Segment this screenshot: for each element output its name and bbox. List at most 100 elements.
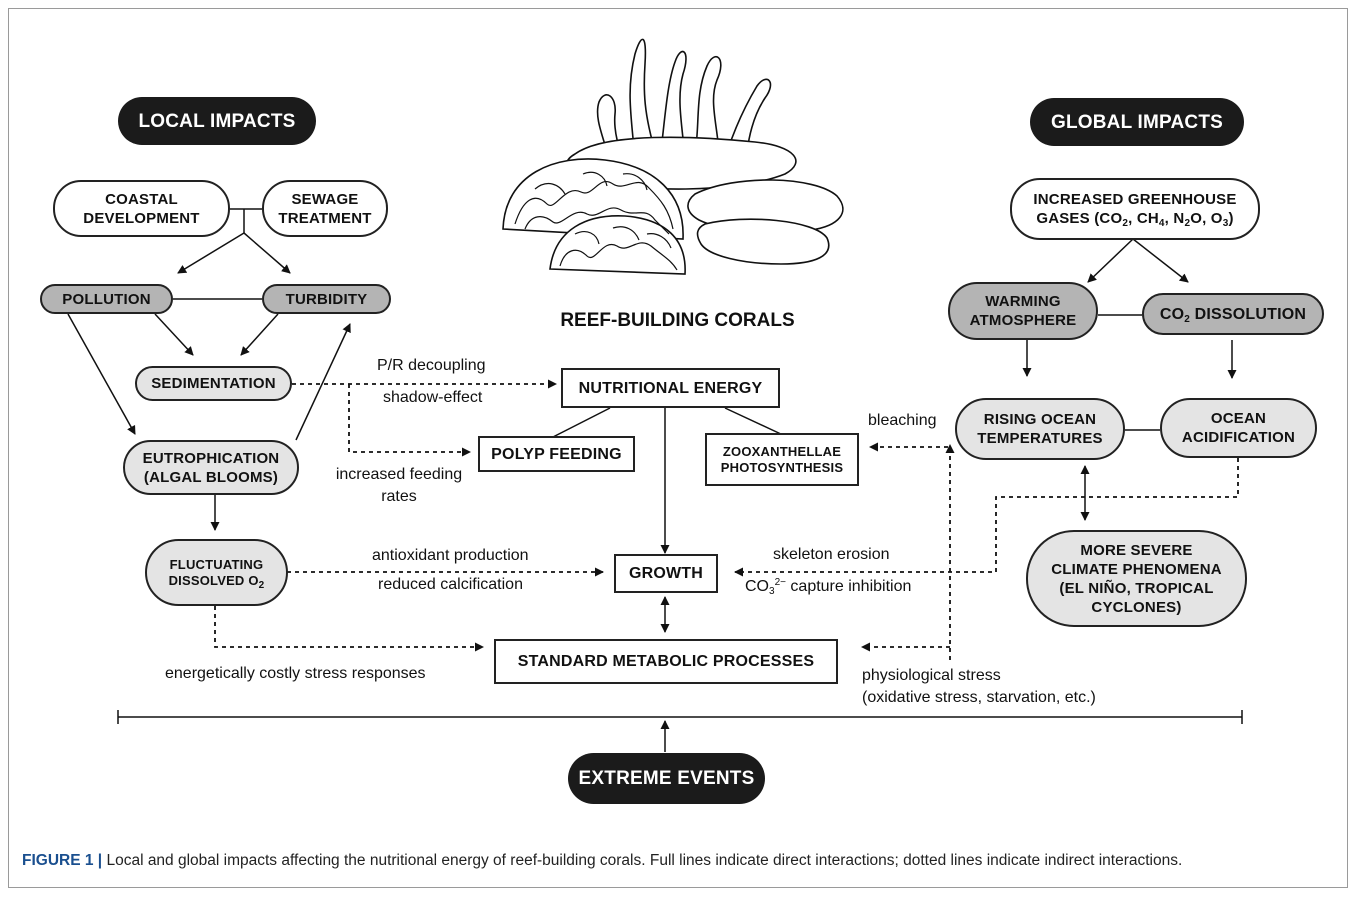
edge-sed-polyp bbox=[348, 384, 471, 457]
edge-pollution-eutrophication bbox=[67, 313, 136, 435]
coral-branch-2 bbox=[659, 50, 687, 160]
climate-line-3: (EL NIÑO, TROPICAL bbox=[1059, 579, 1214, 597]
temps-line-1: RISING OCEAN bbox=[983, 411, 1097, 428]
brain-coral-small bbox=[549, 215, 686, 275]
brain-groove-4 bbox=[559, 242, 678, 271]
ghg-g5: ) bbox=[1228, 210, 1234, 227]
co2-sub: 2 bbox=[1184, 313, 1190, 325]
acid-line-2: ACIDIFICATION bbox=[1181, 429, 1296, 446]
o2-line-2: DISSOLVED O bbox=[168, 572, 259, 588]
label-bleaching: bleaching bbox=[868, 412, 937, 429]
warming-line-2: ATMOSPHERE bbox=[969, 312, 1077, 329]
edge-pollution-sedimentation bbox=[154, 313, 194, 356]
coastal-line-1: COASTAL bbox=[105, 190, 178, 208]
eutrophication-node: EUTROPHICATION(ALGAL BLOOMS) bbox=[123, 440, 299, 495]
label-co3-capture: CO32− capture inhibition bbox=[745, 577, 912, 597]
edge-eutrophication-turbidity bbox=[295, 323, 351, 441]
brain-groove-2 bbox=[524, 207, 670, 235]
label-antioxidant: antioxidant production bbox=[372, 547, 529, 564]
coastal-line-2: DEVELOPMENT bbox=[83, 209, 200, 227]
brain-groove-5 bbox=[574, 226, 672, 249]
global-impacts-header: GLOBAL IMPACTS bbox=[1030, 98, 1244, 146]
extreme-events-header: EXTREME EVENTS bbox=[568, 753, 765, 804]
edge-ghg-co2 bbox=[1132, 238, 1189, 283]
edge-to-pollution bbox=[177, 232, 245, 274]
climate-line-4: CYCLONES) bbox=[1091, 598, 1182, 616]
growth-node: GROWTH bbox=[614, 554, 718, 593]
ghg-s4: 3 bbox=[1222, 218, 1229, 229]
label-physiological-stress: physiological stress (oxidative stress, s… bbox=[862, 665, 1096, 709]
turbidity-node: TURBIDITY bbox=[262, 284, 391, 314]
o2-line-1: FLUCTUATING bbox=[169, 556, 264, 572]
stress-line-2: (oxidative stress, starvation, etc.) bbox=[862, 689, 1096, 706]
climate-line-2: CLIMATE PHENOMENA bbox=[1051, 560, 1222, 578]
ghg-s3: 2 bbox=[1184, 218, 1191, 229]
sewage-line-2: TREATMENT bbox=[278, 209, 372, 227]
eutro-line-2: (ALGAL BLOOMS) bbox=[143, 468, 279, 486]
caption-lead: FIGURE 1 | bbox=[22, 852, 103, 869]
nutritional-energy-node: NUTRITIONAL ENERGY bbox=[561, 368, 780, 408]
rising-temperatures-node: RISING OCEAN TEMPERATURES bbox=[955, 398, 1125, 460]
stress-line-1: physiological stress bbox=[862, 667, 1001, 684]
co3-a: CO bbox=[745, 578, 769, 595]
sedimentation-node: SEDIMENTATION bbox=[135, 366, 292, 401]
ghg-s2: 4 bbox=[1158, 218, 1165, 229]
climate-line-1: MORE SEVERE bbox=[1080, 541, 1193, 559]
coral-plate-lower bbox=[696, 218, 830, 265]
edge-energy-zoox bbox=[724, 407, 784, 436]
zoox-line-1: ZOOXANTHELLAE bbox=[722, 443, 842, 459]
edge-ghg-warming bbox=[1087, 238, 1134, 283]
local-impacts-header: LOCAL IMPACTS bbox=[118, 97, 316, 145]
temps-line-2: TEMPERATURES bbox=[977, 430, 1103, 447]
ghg-g1: GASES (CO bbox=[1036, 210, 1123, 227]
zoox-line-2: PHOTOSYNTHESIS bbox=[720, 459, 844, 475]
ghg-g4: O, O bbox=[1190, 210, 1223, 227]
label-energetically-costly: energetically costly stress responses bbox=[165, 665, 426, 682]
ghg-s1: 2 bbox=[1122, 218, 1129, 229]
edge-turbidity-sedimentation bbox=[240, 313, 279, 356]
coral-branch-1 bbox=[629, 38, 654, 166]
ghg-line-1: INCREASED GREENHOUSE bbox=[1033, 191, 1237, 208]
label-increased-feeding: increased feeding rates bbox=[327, 464, 471, 508]
edge-to-turbidity bbox=[243, 232, 291, 274]
co3-sub: 3 bbox=[769, 586, 775, 597]
co2-text-a: CO bbox=[1159, 305, 1185, 323]
brain-groove-3 bbox=[534, 171, 648, 195]
polyp-feeding-node: POLYP FEEDING bbox=[478, 436, 635, 472]
warming-atmosphere-node: WARMING ATMOSPHERE bbox=[948, 282, 1098, 340]
ocean-acidification-node: OCEAN ACIDIFICATION bbox=[1160, 398, 1317, 458]
edge-acid-growth bbox=[734, 458, 1239, 577]
pollution-node: POLLUTION bbox=[40, 284, 173, 314]
acid-line-1: OCEAN bbox=[1210, 410, 1267, 427]
coral-branch-3 bbox=[694, 55, 722, 155]
eutro-line-1: EUTROPHICATION bbox=[142, 449, 280, 467]
coral-illustration bbox=[502, 38, 844, 275]
metabolic-processes-node: STANDARD METABOLIC PROCESSES bbox=[494, 639, 838, 684]
center-title: REEF-BUILDING CORALS bbox=[560, 310, 795, 331]
brain-groove-1 bbox=[514, 181, 674, 230]
sewage-line-1: SEWAGE bbox=[291, 190, 359, 208]
label-reduced-calcification: reduced calcification bbox=[378, 576, 523, 593]
co3-sup: 2− bbox=[774, 577, 786, 588]
feeding-line-1: increased feeding bbox=[335, 466, 463, 483]
co2-text-b: DISSOLUTION bbox=[1189, 305, 1307, 323]
ghg-g2: , CH bbox=[1128, 210, 1159, 227]
figure-caption: FIGURE 1 | Local and global impacts affe… bbox=[22, 850, 1322, 872]
figure-frame bbox=[8, 8, 1348, 888]
label-skeleton-erosion: skeleton erosion bbox=[773, 546, 890, 563]
warming-line-1: WARMING bbox=[985, 293, 1061, 310]
edge-energy-polyp bbox=[552, 407, 611, 438]
edge-o2-metabolic bbox=[214, 606, 484, 652]
co2-dissolution-node: CO2 DISSOLUTION bbox=[1142, 293, 1324, 335]
o2-subscript: 2 bbox=[258, 579, 265, 591]
label-pr-decoupling: P/R decoupling bbox=[377, 357, 486, 374]
co3-b: capture inhibition bbox=[785, 578, 912, 595]
feeding-line-2: rates bbox=[381, 488, 417, 505]
